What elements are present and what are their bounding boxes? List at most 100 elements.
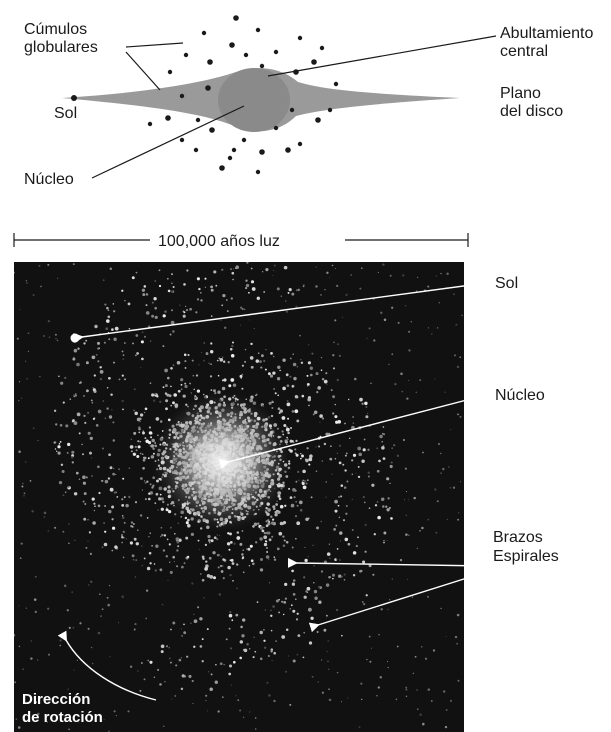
star-speckle	[67, 688, 69, 690]
star-speckle	[55, 337, 57, 340]
globular-cluster-dot	[333, 81, 339, 87]
star-speckle	[184, 366, 187, 369]
star-speckle	[135, 452, 137, 454]
star-speckle	[113, 491, 117, 494]
star-speckle	[219, 564, 223, 568]
star-speckle	[305, 517, 309, 522]
star-speckle	[297, 634, 301, 637]
star-speckle	[14, 681, 17, 684]
star-speckle	[18, 645, 21, 648]
star-speckle	[254, 728, 257, 730]
star-speckle	[213, 536, 217, 540]
star-speckle	[165, 555, 168, 558]
star-speckle	[391, 578, 393, 580]
label-sun-side: Sol	[54, 105, 77, 122]
star-speckle	[241, 530, 244, 532]
label-globular-clusters-line2: globulares	[24, 39, 98, 56]
star-speckle	[135, 354, 137, 357]
star-speckle	[95, 424, 99, 427]
star-speckle	[254, 650, 257, 653]
star-speckle	[87, 411, 90, 414]
star-speckle	[237, 699, 240, 701]
star-speckle	[204, 543, 208, 547]
star-speckle	[21, 485, 24, 488]
star-speckle	[353, 377, 357, 381]
star-speckle	[190, 392, 192, 394]
star-speckle	[130, 450, 133, 453]
star-speckle	[289, 703, 292, 706]
star-speckle	[34, 575, 37, 578]
star-speckle	[159, 400, 162, 403]
star-speckle	[169, 570, 173, 574]
leader-arms-1	[287, 557, 487, 568]
star-speckle	[304, 546, 306, 548]
star-speckle	[59, 440, 62, 443]
star-speckle	[390, 517, 393, 520]
star-speckle	[121, 541, 123, 544]
star-speckle	[313, 410, 318, 415]
star-speckle	[183, 353, 187, 357]
globular-cluster-dot	[209, 127, 215, 133]
star-speckle	[239, 542, 243, 546]
star-speckle	[170, 290, 174, 293]
star-speckle	[205, 699, 207, 702]
star-speckle	[144, 335, 146, 338]
star-speckle	[100, 615, 102, 617]
star-speckle	[53, 409, 57, 412]
star-speckle	[68, 728, 70, 731]
star-speckle	[133, 628, 136, 631]
star-speckle	[129, 445, 134, 449]
star-speckle	[24, 461, 27, 463]
star-speckle	[239, 640, 244, 644]
star-speckle	[210, 288, 214, 292]
star-speckle	[329, 557, 331, 559]
star-speckle	[388, 363, 390, 365]
star-speckle	[160, 535, 162, 538]
star-speckle	[371, 483, 375, 487]
label-spiral-arms-line2: Espirales	[493, 548, 559, 565]
star-speckle	[399, 558, 403, 562]
star-speckle	[265, 520, 268, 523]
star-speckle	[78, 478, 81, 480]
star-speckle	[122, 358, 124, 360]
star-speckle	[221, 268, 224, 271]
star-speckle	[66, 609, 69, 612]
star-speckle	[335, 608, 339, 612]
star-speckle	[325, 372, 328, 375]
star-speckle	[306, 374, 309, 377]
star-speckle	[272, 371, 276, 375]
star-speckle	[440, 472, 442, 474]
star-speckle	[143, 456, 147, 460]
star-speckle	[218, 357, 221, 360]
star-speckle	[333, 367, 335, 370]
star-speckle	[302, 469, 306, 474]
star-speckle	[261, 529, 265, 533]
star-speckle	[109, 466, 113, 470]
star-speckle	[311, 352, 314, 355]
star-speckle	[404, 304, 407, 307]
star-speckle	[347, 697, 349, 699]
star-speckle	[108, 584, 111, 587]
leader-nucleus-top	[219, 394, 487, 469]
globular-cluster-dot	[233, 15, 239, 21]
star-speckle	[223, 326, 227, 330]
label-central-bulge-line2: central	[500, 43, 548, 60]
star-speckle	[408, 534, 410, 536]
star-speckle	[296, 419, 300, 423]
star-speckle	[75, 393, 77, 395]
star-speckle	[383, 531, 387, 535]
star-speckle	[180, 657, 183, 659]
star-speckle	[405, 491, 408, 493]
star-speckle	[320, 356, 323, 359]
star-speckle	[273, 558, 277, 561]
star-speckle	[230, 354, 235, 358]
star-speckle	[190, 532, 194, 537]
star-speckle	[255, 541, 258, 544]
star-speckle	[189, 382, 192, 385]
star-speckle	[252, 525, 255, 528]
star-speckle	[284, 597, 288, 600]
star-speckle	[85, 339, 88, 342]
star-speckle	[458, 512, 460, 514]
star-speckle	[93, 502, 96, 505]
star-speckle	[276, 377, 281, 381]
